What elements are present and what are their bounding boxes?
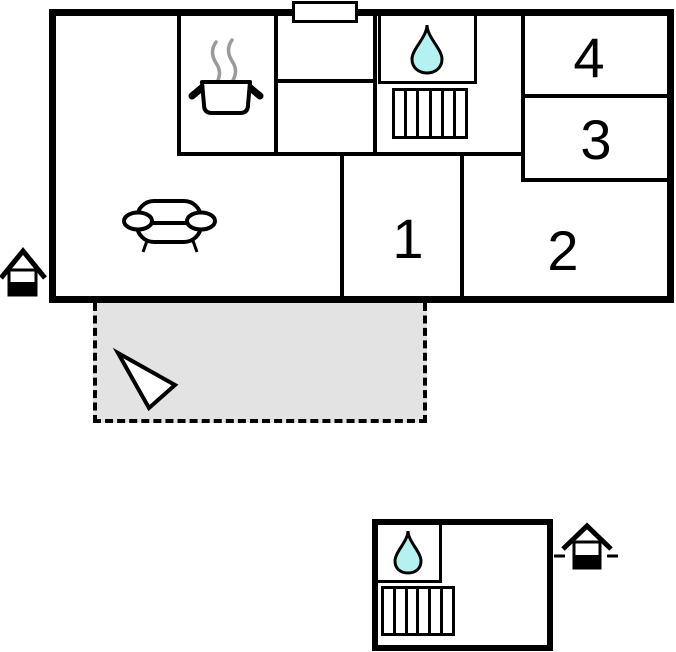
stair-step	[419, 91, 432, 136]
steam-line	[226, 38, 238, 84]
water-drop-icon	[393, 530, 423, 575]
stair-step	[407, 91, 420, 136]
wall-room1-right	[460, 152, 464, 296]
wall-kitchen-right	[274, 16, 278, 156]
annex-stairs-icon	[381, 586, 455, 636]
pot-body	[200, 80, 252, 115]
direction-arrow-icon	[112, 347, 179, 412]
water-drop-shape	[410, 24, 444, 75]
room-label-4: 4	[573, 25, 605, 89]
stair-step	[456, 91, 465, 136]
wall-bedroom3-bottom	[521, 178, 668, 182]
cooking-pot-icon	[188, 38, 264, 115]
room-label-2: 2	[547, 218, 579, 282]
stair-step	[408, 589, 420, 633]
house-marker-right-icon	[554, 522, 618, 570]
room-label-3: 3	[580, 107, 612, 171]
sofa-armrest	[185, 210, 217, 232]
sofa-armrest	[122, 210, 154, 232]
stair-step	[431, 589, 444, 633]
marker-roof	[0, 247, 47, 280]
stairs-icon	[392, 88, 468, 139]
wall-section-bottom	[177, 152, 525, 156]
marker-body-fill	[9, 282, 36, 295]
stair-step	[384, 589, 396, 633]
stair-step	[443, 589, 452, 633]
house-marker-left-icon	[0, 247, 47, 297]
water-drop-shape	[393, 530, 423, 575]
wall-small-rooms-divider	[274, 79, 377, 83]
wall-hall-left	[373, 16, 377, 156]
stair-step	[444, 91, 456, 136]
marker-roof	[561, 522, 613, 551]
wall-bedroom4-3-divider	[521, 94, 668, 98]
stair-step	[395, 91, 408, 136]
water-drop-icon	[410, 24, 444, 75]
stair-step	[419, 589, 432, 633]
stair-step	[432, 91, 444, 136]
sofa-icon	[122, 199, 217, 253]
steam-line	[210, 40, 222, 86]
main-house-outline	[49, 9, 674, 303]
stair-step	[396, 589, 408, 633]
window-block	[292, 1, 358, 23]
room-label-1: 1	[392, 206, 424, 270]
marker-body-fill	[574, 555, 600, 568]
arrow-shape	[112, 347, 179, 412]
wall-kitchen-left	[177, 16, 181, 156]
wall-room1-left	[340, 152, 344, 296]
wall-bedroom4-left	[521, 16, 525, 182]
